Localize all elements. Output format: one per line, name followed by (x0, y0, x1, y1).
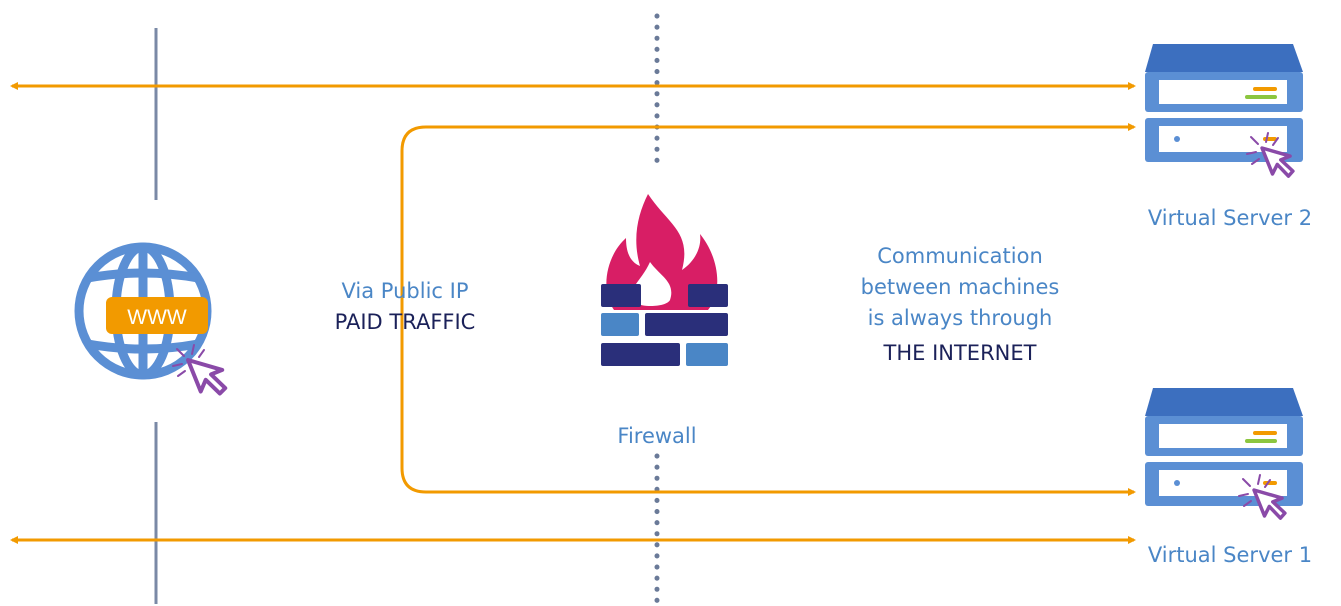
virtual-server-1-label: Virtual Server 1 (1147, 543, 1313, 567)
communication-label-line2: between machines (860, 275, 1060, 299)
cursor-click-icon (1238, 474, 1287, 520)
globe-icon: WWW (74, 242, 212, 380)
virtual-server-2-label: Virtual Server 2 (1147, 206, 1313, 230)
firewall-icon (601, 194, 728, 366)
firewall-label: Firewall (617, 424, 697, 448)
paid-traffic-label: PAID TRAFFIC (334, 310, 476, 334)
cursor-click-icon (172, 344, 228, 396)
www-badge-text: WWW (127, 306, 187, 329)
server-icon (1145, 44, 1303, 162)
server-icon (1145, 388, 1303, 506)
via-public-ip-label: Via Public IP (341, 279, 469, 303)
communication-label-line3: is always through (867, 306, 1053, 330)
communication-label-line1: Communication (877, 244, 1043, 268)
public-ip-route-arrow (400, 123, 1136, 496)
the-internet-label: THE INTERNET (883, 341, 1037, 365)
cursor-click-icon (1246, 132, 1295, 178)
